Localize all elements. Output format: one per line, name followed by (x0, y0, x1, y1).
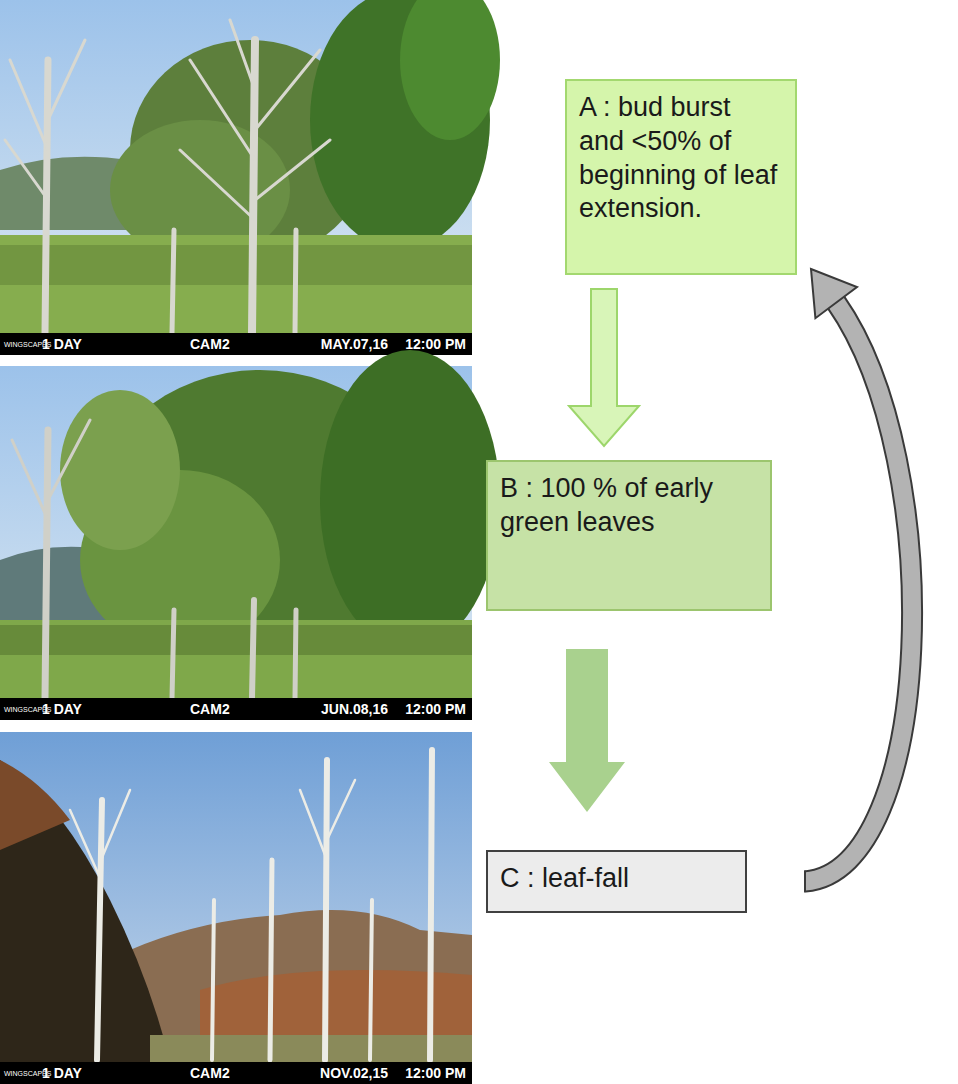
stage-arrow (549, 649, 625, 812)
block-arrow (549, 649, 625, 812)
cycle-arrow (805, 269, 912, 893)
timestamp-text: 1 DAY (42, 701, 82, 717)
timestamp-text: 12:00 PM (405, 701, 466, 717)
stage-box: B : 100 % of early green leaves (486, 460, 772, 611)
timestamp-text: CAM2 (190, 336, 230, 352)
stage-text: C : leaf-fall (500, 862, 733, 896)
photo-may (0, 0, 500, 355)
timestamp-text: 1 DAY (42, 336, 82, 352)
timestamp-text: JUN.08,16 (321, 701, 388, 717)
photo-november (0, 732, 472, 1084)
stage-arrow (569, 289, 639, 446)
arrow-outline (805, 303, 912, 882)
stage-box: C : leaf-fall (486, 850, 747, 913)
arrow-tail (804, 871, 806, 893)
timestamp-text: CAM2 (190, 1065, 230, 1081)
block-arrow (569, 289, 639, 446)
photo-june (0, 350, 500, 720)
arrow-body (805, 303, 912, 882)
timestamp-text: MAY.07,16 (321, 336, 388, 352)
timestamp-text: 1 DAY (42, 1065, 82, 1081)
arrow-head (811, 269, 857, 318)
stage-box: A : bud burst and <50% of beginning of l… (565, 79, 797, 275)
timestamp-text: CAM2 (190, 701, 230, 717)
timestamp-text: 12:00 PM (405, 336, 466, 352)
timestamp-text: NOV.02,15 (320, 1065, 388, 1081)
stage-text: B : 100 % of early green leaves (500, 472, 758, 540)
stage-text: A : bud burst and <50% of beginning of l… (579, 91, 783, 226)
timestamp-text: 12:00 PM (405, 1065, 466, 1081)
